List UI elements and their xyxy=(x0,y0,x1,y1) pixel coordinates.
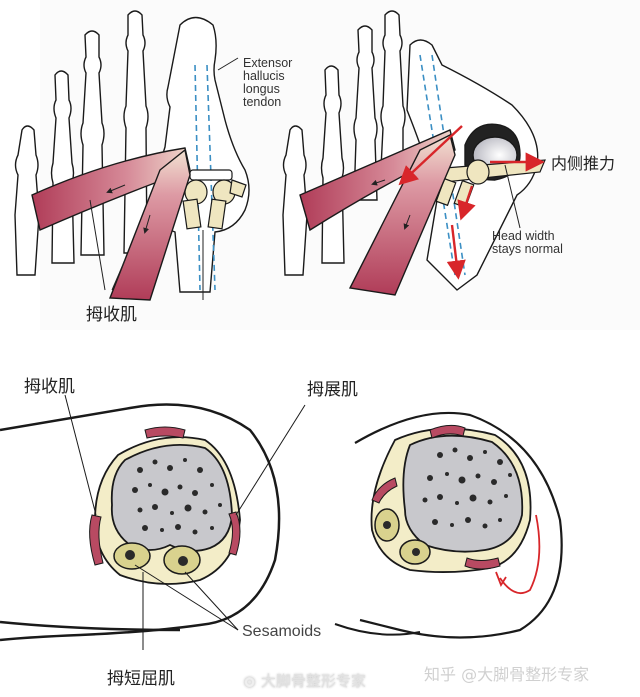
label-sesamoids: Sesamoids xyxy=(242,623,322,640)
label-tendon-line2: hallucis xyxy=(243,69,285,83)
cross-section-bunion xyxy=(354,411,563,639)
cross-section-normal xyxy=(0,394,306,650)
label-head-line1: Head width xyxy=(492,229,555,243)
label-adductor-bottom: 拇收肌 xyxy=(24,377,75,397)
weibo-icon: ◎ xyxy=(243,672,261,690)
label-medial-push: 内侧推力 xyxy=(551,154,616,173)
label-tendon-line4: tendon xyxy=(243,95,282,109)
label-tendon: Extensor hallucis longus tendon xyxy=(243,57,292,109)
label-flexor-brevis: 拇短屈肌 xyxy=(107,669,175,689)
watermark-zhihu: 知乎 @大脚骨整形专家 xyxy=(424,665,590,684)
watermark-weibo: ◎ 大脚骨整形专家 xyxy=(243,670,366,691)
force-arrows xyxy=(398,125,545,280)
label-abductor: 拇展肌 xyxy=(307,380,358,400)
label-tendon-line1: Extensor xyxy=(243,56,293,70)
watermark-weibo-text: 大脚骨整形专家 xyxy=(260,672,366,690)
label-head-width: Head width stays normal xyxy=(492,230,563,256)
label-tendon-line3: longus xyxy=(243,82,280,96)
label-adductor-top: 拇收肌 xyxy=(86,305,137,325)
label-head-line2: stays normal xyxy=(492,242,563,256)
